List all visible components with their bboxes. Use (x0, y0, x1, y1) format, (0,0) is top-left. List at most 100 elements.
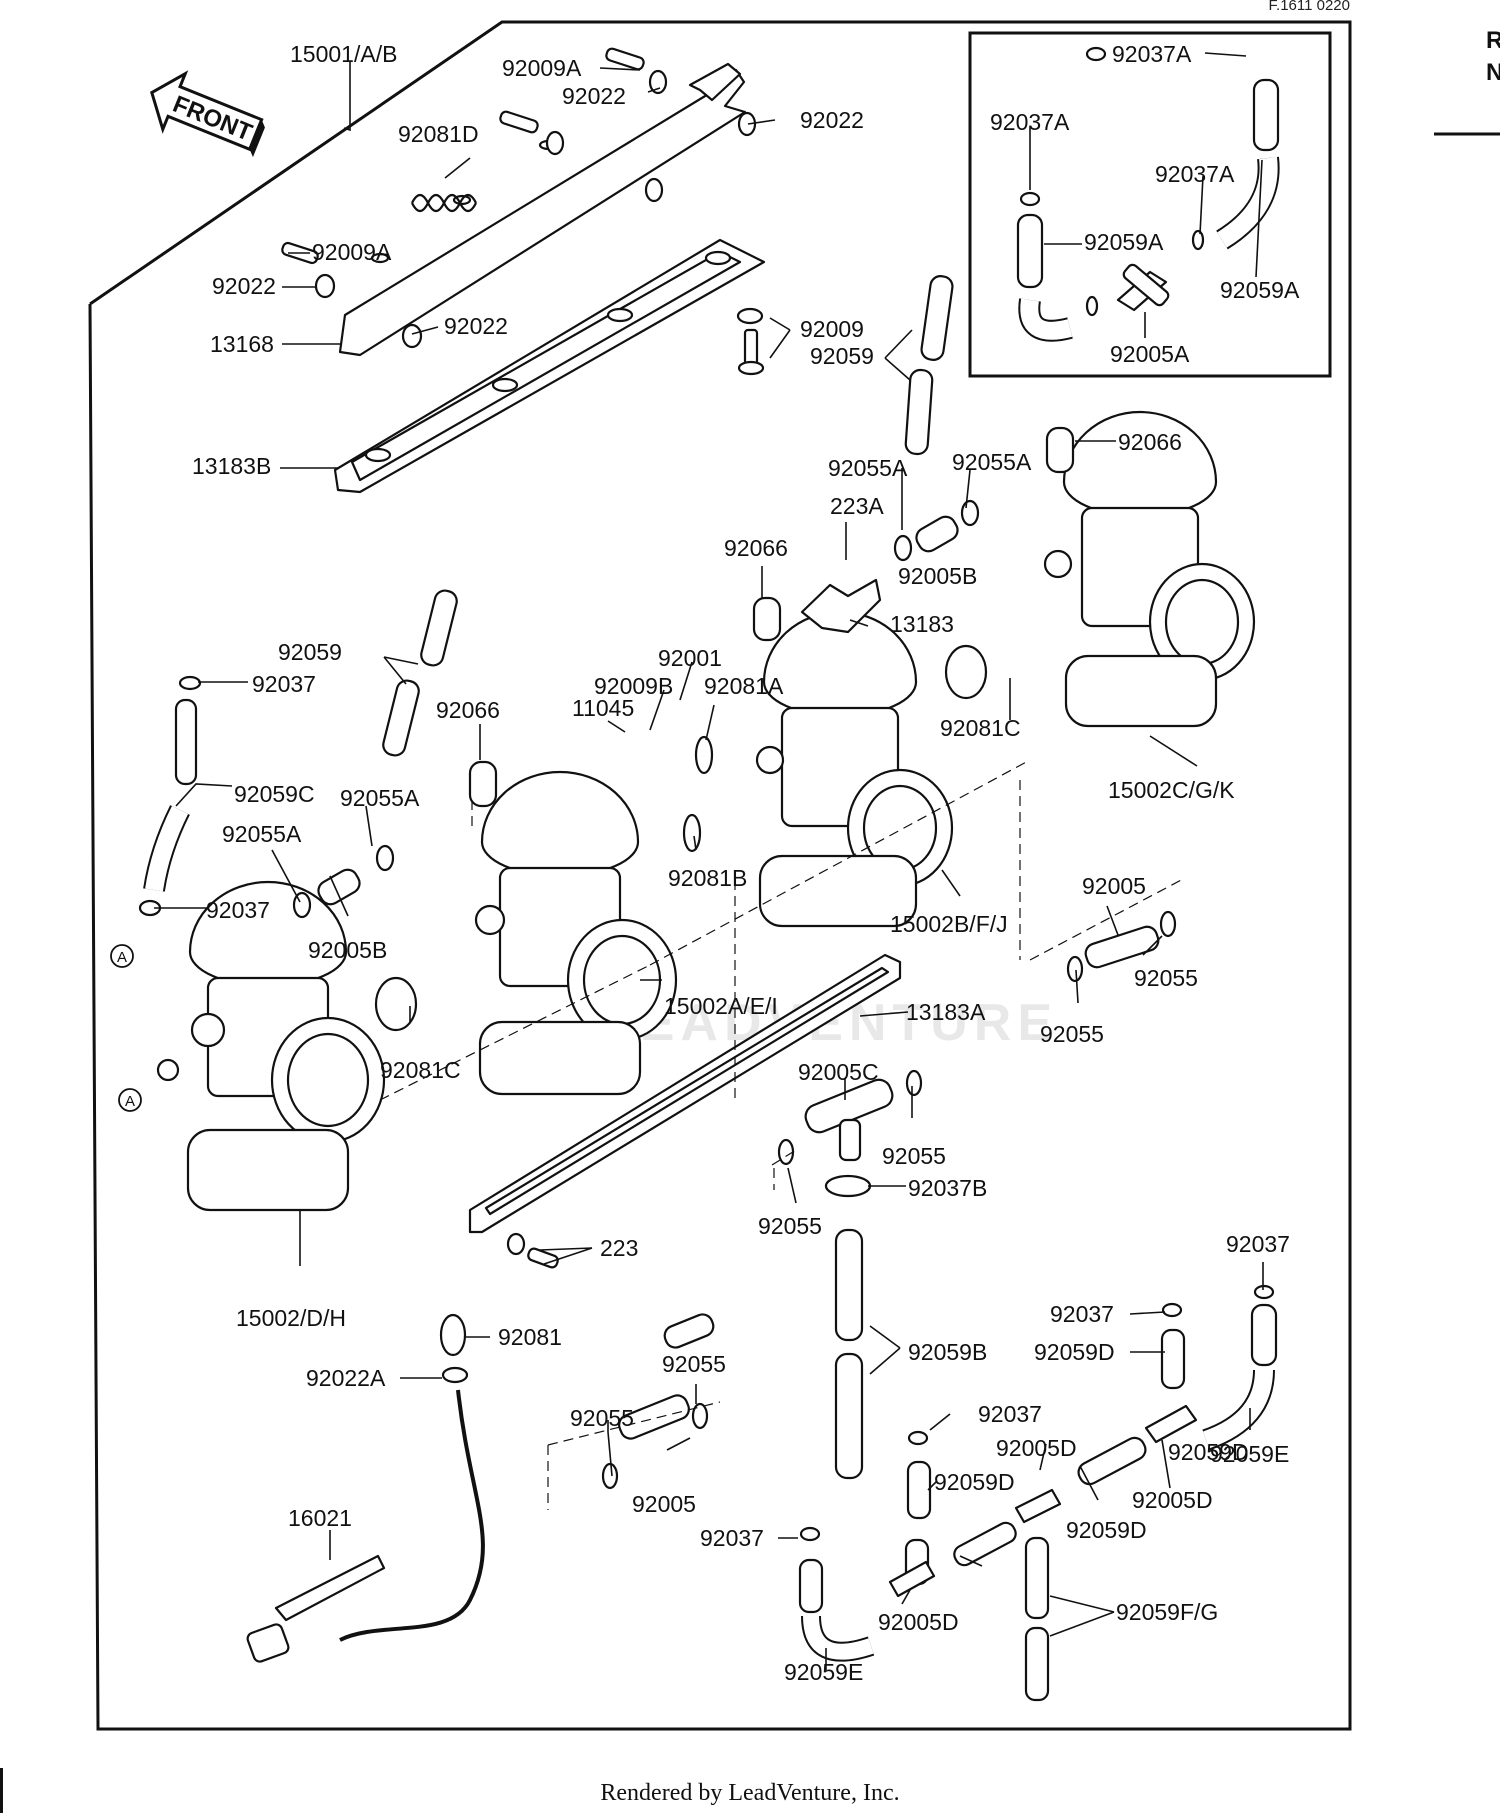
part-number-label: 92081C (940, 715, 1021, 741)
right-edge-fragment: R (1486, 27, 1500, 54)
part-number-label: 223A (830, 493, 884, 519)
part-number-label: 92055A (340, 785, 420, 811)
tube-92059-upper (904, 275, 954, 456)
part-number-label: 13183B (192, 453, 271, 479)
part-number-label: 15002A/E/I (664, 993, 778, 1019)
part-number-label: 92055 (758, 1213, 822, 1239)
right-edge-fragment: N (1486, 59, 1500, 86)
part-number-label: 92005C (798, 1059, 879, 1085)
part-labels: 15001/A/B92009A920229202292081D92009A920… (192, 41, 1300, 1685)
part-number-label: 92055 (882, 1143, 946, 1169)
inset-frame (968, 31, 1332, 378)
part-number-label: 92009A (502, 55, 582, 81)
part-number-label: 92009B (594, 673, 673, 699)
part-number-label: 92059D (1066, 1517, 1147, 1543)
part-number-label: 92037 (252, 671, 316, 697)
part-number-label: 92081D (398, 121, 479, 147)
part-number-label: 13183A (906, 999, 986, 1025)
part-number-label: 15002B/F/J (890, 911, 1008, 937)
part-number-label: 92055 (570, 1405, 634, 1431)
part-number-label: 92059A (1084, 229, 1164, 255)
caps-92066 (468, 426, 1075, 808)
part-number-label: 92081A (704, 673, 784, 699)
part-number-label: 92037A (990, 109, 1070, 135)
part-number-label: 92022 (212, 273, 276, 299)
fuel-joints (601, 910, 1177, 1490)
part-number-label: 92066 (436, 697, 500, 723)
part-number-label: 92055A (222, 821, 302, 847)
part-number-label: 92022A (306, 1365, 386, 1391)
part-number-label: 92005D (1132, 1487, 1213, 1513)
part-number-label: 13168 (210, 331, 274, 357)
part-number-label: 92005B (898, 563, 977, 589)
part-number-label: 92022 (562, 83, 626, 109)
part-number-label: 92059 (278, 639, 342, 665)
lower-bracket-13183B (333, 238, 766, 494)
throttle-cable (246, 1313, 485, 1663)
part-number-label: 92059C (234, 781, 315, 807)
part-number-label: 92059 (810, 343, 874, 369)
part-number-label: 92037 (206, 897, 270, 923)
part-number-label: 92081B (668, 865, 747, 891)
bolt-92009 (736, 307, 765, 376)
part-number-label: 223 (600, 1235, 638, 1261)
part-number-label: 92037A (1112, 41, 1192, 67)
part-number-label: 15001/A/B (290, 41, 397, 67)
part-number-label: 92055A (828, 455, 908, 481)
part-number-label: 92059A (1220, 277, 1300, 303)
marker-a: A A (110, 944, 142, 1112)
part-number-label: 15002/D/H (236, 1305, 346, 1331)
carburetor-1 (156, 880, 386, 1212)
part-number-label: 92066 (1118, 429, 1182, 455)
parts (138, 46, 1280, 1702)
footer-credit: Rendered by LeadVenture, Inc. (600, 1780, 899, 1806)
part-number-label: 92081C (380, 1057, 461, 1083)
part-number-label: 92001 (658, 645, 722, 671)
part-number-label: 92005B (308, 937, 387, 963)
part-number-label: 92059F/G (1116, 1599, 1218, 1625)
part-number-label: 92037B (908, 1175, 987, 1201)
figure-code: F.1611 0220 (1269, 0, 1350, 14)
part-number-label: 92066 (724, 535, 788, 561)
part-number-label: 92059D (1168, 1439, 1249, 1465)
hoses-left (138, 589, 458, 917)
springs-92081C (374, 644, 988, 1032)
part-number-label: 92005D (996, 1435, 1077, 1461)
part-number-label: 92022 (444, 313, 508, 339)
part-number-label: 92005A (1110, 341, 1190, 367)
part-number-label: 92059D (1034, 1339, 1115, 1365)
part-number-label: 15002C/G/K (1108, 777, 1235, 803)
carburetor-3 (755, 610, 954, 928)
part-number-label: 16021 (288, 1505, 352, 1531)
part-number-label: 92005D (878, 1609, 959, 1635)
part-number-label: 92037A (1155, 161, 1235, 187)
spring-92081D (411, 193, 477, 213)
screw-223 (506, 1232, 559, 1269)
carburetor-2 (474, 770, 678, 1096)
leader-lines (154, 52, 1264, 1670)
part-number-label: 92005 (1082, 873, 1146, 899)
part-number-label: 92059B (908, 1339, 987, 1365)
part-number-label: 92081 (498, 1324, 562, 1350)
carburetor-4 (1043, 410, 1256, 728)
part-number-label: 92009 (800, 316, 864, 342)
part-number-label: 13183 (890, 611, 954, 637)
diagram-frame (88, 20, 1352, 1731)
part-number-label: 92059E (784, 1659, 863, 1685)
part-number-label: 92055A (952, 449, 1032, 475)
upper-bracket (338, 62, 747, 357)
marker-a-label: A (117, 949, 127, 966)
part-number-label: 92037 (1050, 1301, 1114, 1327)
bracket-13183 (800, 578, 882, 634)
part-number-label: 92059E (1210, 1441, 1289, 1467)
part-number-label: 11045 (572, 695, 634, 721)
part-number-label: 92055 (662, 1351, 726, 1377)
part-number-label: 92037 (978, 1401, 1042, 1427)
part-number-label: 92055 (1134, 965, 1198, 991)
part-number-label: 92022 (800, 107, 864, 133)
inset-hoses (1016, 46, 1280, 342)
centerlines (379, 759, 1186, 1510)
part-number-label: 92059D (934, 1469, 1015, 1495)
